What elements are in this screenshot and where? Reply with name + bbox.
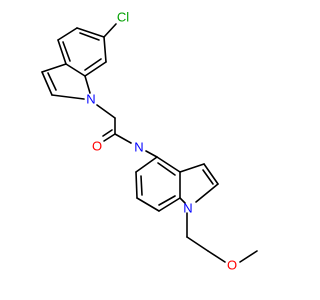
bond: [57, 27, 78, 41]
bond: [103, 133, 116, 142]
bond: [103, 36, 107, 63]
bond: [135, 171, 138, 199]
bond: [179, 163, 205, 173]
bond: [41, 71, 53, 96]
bond-double-inner: [79, 32, 100, 41]
bond-double-inner: [47, 72, 57, 91]
bond: [207, 250, 226, 263]
bond-double-inner: [158, 195, 176, 206]
bond: [158, 197, 181, 212]
chlorine-label: Cl: [117, 10, 129, 25]
bond: [186, 236, 209, 252]
amide-nitrogen-label: N: [134, 140, 143, 155]
bond: [76, 27, 105, 38]
ether-oxygen-label: O: [227, 258, 237, 273]
bond: [203, 163, 219, 185]
bond-lines: [41, 23, 258, 263]
bond-double-inner: [84, 58, 102, 71]
bond: [103, 23, 117, 38]
bond: [195, 183, 219, 203]
bond-double-inner: [62, 41, 71, 62]
indole-nitrogen-label: N: [86, 92, 95, 107]
bond: [84, 75, 91, 94]
bond: [51, 94, 85, 100]
bond: [41, 63, 67, 73]
bond: [114, 133, 132, 144]
bond: [135, 156, 158, 173]
bond: [84, 61, 107, 77]
bond: [96, 104, 116, 119]
indole-nitrogen-label-lower: N: [183, 201, 192, 216]
carbonyl-oxygen-label: O: [92, 139, 102, 154]
bond: [239, 250, 258, 263]
molecule-structure-diagram: Cl N O N N O: [41, 10, 258, 273]
bond-double-inner: [102, 129, 113, 137]
bond: [65, 63, 86, 77]
bond-double-inner: [157, 162, 176, 176]
bond-double-inner: [202, 169, 214, 185]
atom-labels: Cl N O N N O: [86, 10, 237, 273]
bond: [57, 39, 67, 65]
bond: [156, 156, 181, 173]
bond-double-inner: [140, 175, 143, 196]
bond: [145, 150, 158, 158]
bond: [179, 197, 186, 204]
bond: [136, 197, 160, 212]
